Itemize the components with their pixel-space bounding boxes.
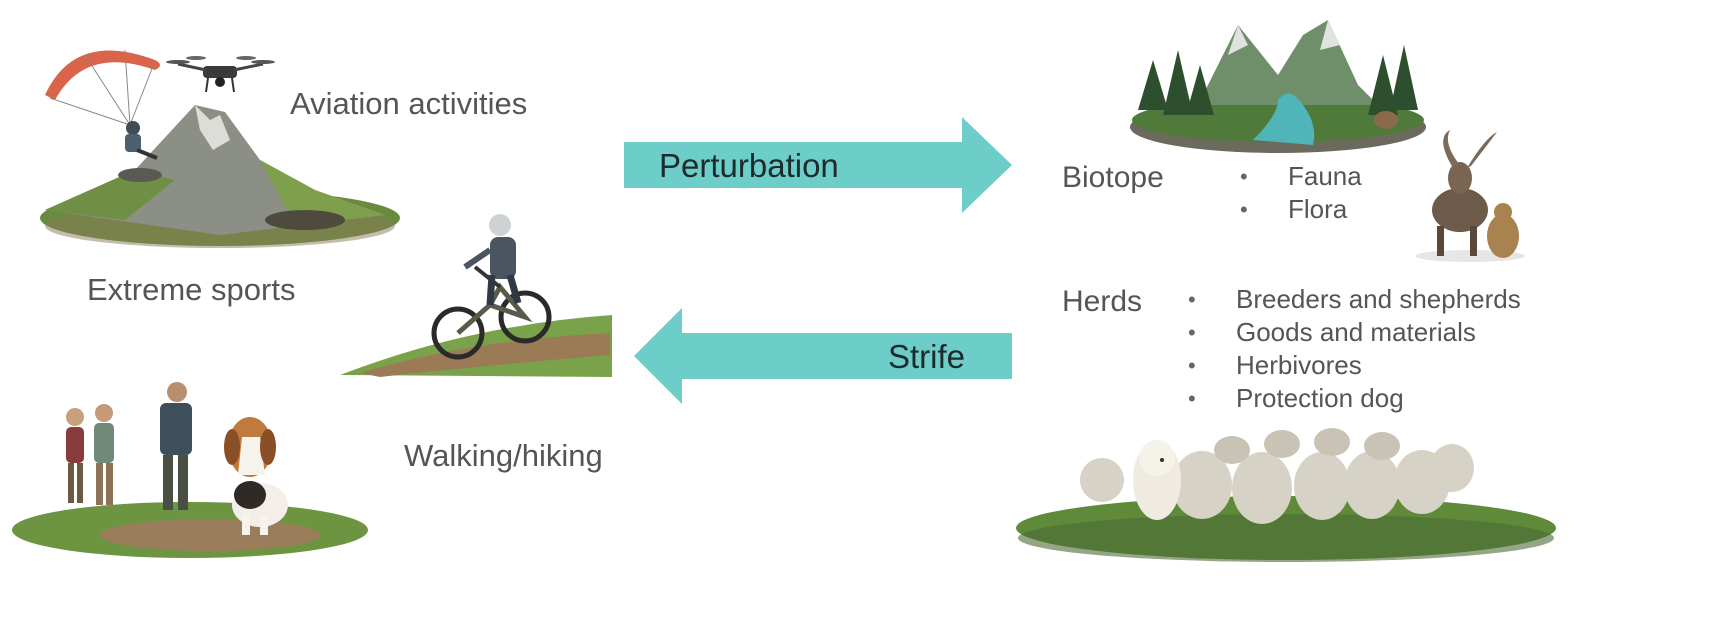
aviation-activities-label: Aviation activities: [290, 86, 528, 121]
extreme-sports-label: Extreme sports: [87, 272, 296, 307]
perturbation-arrow: [624, 117, 1012, 213]
paraglider-mountain-illustration: [40, 49, 400, 248]
mountain-biker-illustration: [340, 214, 612, 377]
ibex-and-marmot-illustration: [1415, 130, 1525, 262]
herds-title: Herds: [1062, 285, 1143, 318]
herds-item-breeders: Breeders and shepherds: [1188, 283, 1521, 316]
herds-item-protection-dog: Protection dog: [1188, 382, 1521, 415]
valley-forest-lake-illustration: [1130, 20, 1426, 153]
herds-item-herbivores: Herbivores: [1188, 349, 1521, 382]
biotope-title: Biotope: [1062, 161, 1164, 194]
herds-item-goods: Goods and materials: [1188, 316, 1521, 349]
biotope-list: Fauna Flora: [1240, 160, 1362, 226]
strife-label: Strife: [888, 338, 966, 375]
hikers-with-dog-illustration: [12, 382, 368, 558]
drone-icon: [166, 56, 275, 93]
biotope-item-flora: Flora: [1240, 193, 1362, 226]
walking-hiking-label: Walking/hiking: [404, 438, 603, 473]
biotope-item-fauna: Fauna: [1240, 160, 1362, 193]
perturbation-label: Perturbation: [659, 147, 839, 184]
sheep-flock-with-guard-dog-illustration: [1016, 428, 1556, 562]
herds-list: Breeders and shepherds Goods and materia…: [1188, 283, 1521, 415]
strife-arrow: [634, 308, 1012, 404]
